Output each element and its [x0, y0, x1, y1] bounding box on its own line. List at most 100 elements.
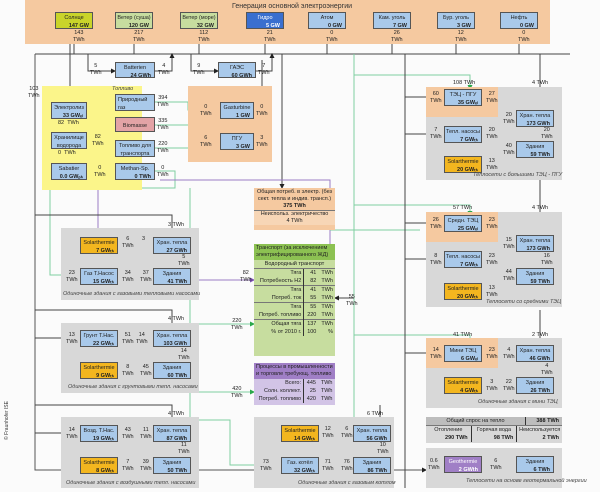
natural-gas-box[interactable]: Природный газ: [115, 94, 155, 111]
hydrogen-storage-box[interactable]: Хранилище водорода: [51, 132, 87, 149]
flow-label: 4 TWh: [532, 205, 549, 211]
methan-storage-box[interactable]: Methan-Sp.0 TWh: [115, 163, 155, 180]
pumped-storage-box[interactable]: ГАЭС 60 GWh: [218, 62, 256, 79]
biomass-box[interactable]: Biomasse: [115, 117, 155, 132]
heat-pump-box[interactable]: Грунт Т.Нас.22 GWₜₕ: [80, 330, 118, 347]
flow-label: 4 TWh: [168, 411, 185, 417]
heat-pump-box[interactable]: Возд. Т.Нас.19 GWₜₕ: [80, 425, 118, 442]
h2storage-out-down: 0 TWh: [58, 150, 76, 156]
copyright: © Fraunhofer ISE: [4, 401, 10, 440]
transport-fuel-box[interactable]: Топливо для транспорта: [115, 140, 155, 157]
section-caption: Теплосети с большими ТЭЦ - ПГУ: [473, 172, 563, 178]
flow-line: [354, 204, 473, 216]
flow-line: [87, 54, 116, 74]
generation-source-box[interactable]: Ветер (море)32 GW: [180, 12, 218, 29]
batteries-box[interactable]: Batterien 24 GWh: [115, 62, 155, 79]
section-caption: Одиночные здания с грунтовыми тепл. насо…: [68, 384, 198, 390]
flow-label: 41 TWh: [453, 332, 473, 338]
generation-title: Генерация основной электроэнергии: [232, 3, 353, 10]
transport-row: % от 2010 г.100%: [254, 328, 335, 336]
generation-source-box[interactable]: Ветер (суша)120 GW: [115, 12, 153, 29]
section-caption: Одиночные здания с газовым котлом: [298, 480, 396, 486]
industry-panel: Процессы в промышленности и торговле тре…: [254, 363, 335, 405]
transport-panel: Транспорт (за исключением электрифициров…: [254, 244, 335, 356]
flow-line: [256, 53, 275, 72]
